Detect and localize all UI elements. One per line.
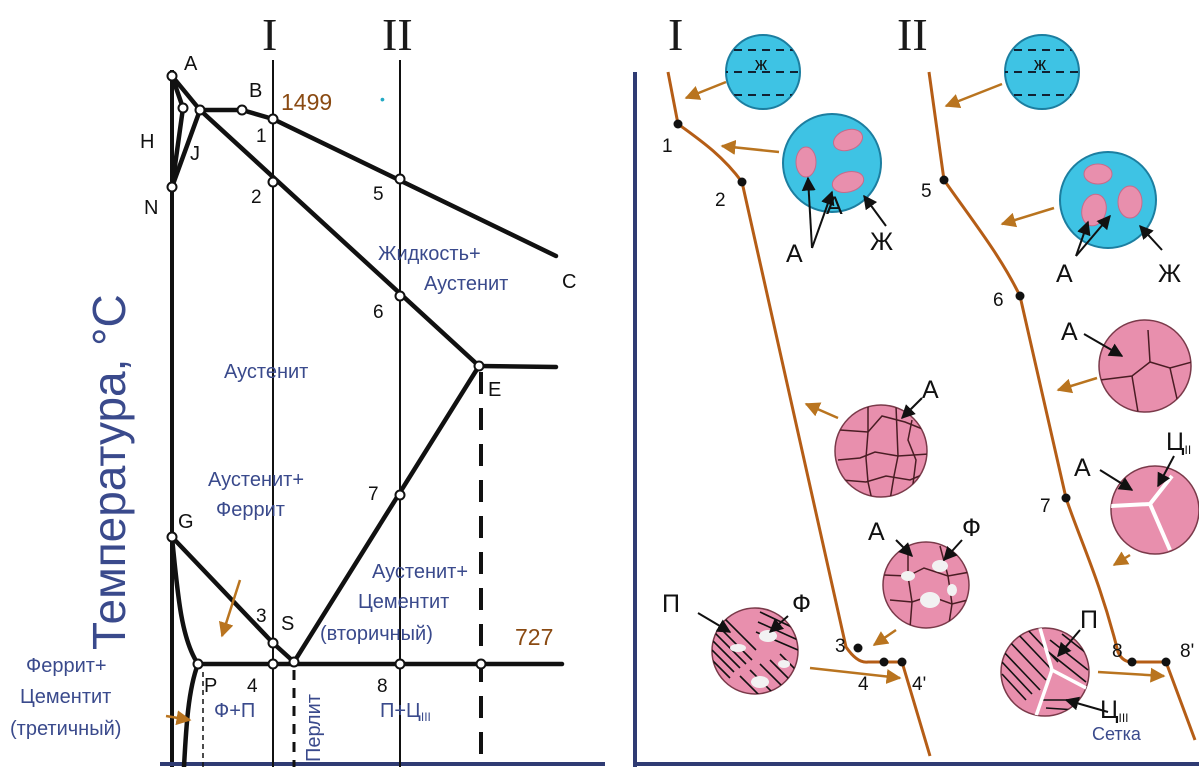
cooling-curve-I-points: [673, 119, 907, 667]
arrow-ferrite-cementite: [165, 710, 192, 726]
phase-diagram: A B H J N C E G S P 1 2 3 4 5 6 7 8 1499…: [10, 9, 605, 767]
micro-II-A-2: А: [1061, 318, 1078, 346]
region-fp: Ф+П: [214, 700, 255, 722]
temp-727: 727: [515, 624, 553, 650]
region-ferrite-cementite-3: (третичный): [10, 718, 121, 740]
micro-II-A-3: А: [1074, 454, 1091, 482]
curve-label-I: I: [668, 9, 683, 60]
region-austenite-ferrite-1: Аустенит+: [208, 469, 304, 491]
liquidus-solidus: [169, 73, 565, 767]
region-pc3: П+ЦIII: [380, 700, 431, 724]
diagram-point-markers: [166, 70, 487, 670]
micro-I-P: П: [662, 590, 680, 618]
micro-austenite-I: [834, 404, 928, 498]
region-ferrite-cementite-1: Феррит+: [26, 655, 107, 677]
micro-II-C3-arrow: [1064, 696, 1109, 713]
cooling-curve-II: [927, 71, 1197, 741]
point-5: 5: [373, 184, 384, 205]
micro-II-C3: ЦIII: [1100, 696, 1129, 725]
region-ferrite-cementite-2: Цементит: [20, 686, 111, 708]
region-austenite-cementite-2: Цементит: [358, 591, 449, 613]
micro-II-P: П: [1080, 606, 1098, 634]
region-perlite: Перлит: [303, 694, 325, 762]
point-P: P: [204, 675, 217, 697]
curve-II-point-5: 5: [921, 181, 932, 202]
alloy-label-II: II: [382, 9, 413, 60]
micro-I-P-arrow: [697, 612, 732, 633]
curve-II-point-8: 8: [1112, 641, 1123, 662]
micro-II-A-arrow-2: [1083, 333, 1124, 357]
curve-I-point-2: 2: [715, 190, 726, 211]
micro-I-A-3: А: [922, 376, 939, 404]
micro-II-arrows-1: [1075, 214, 1163, 257]
point-3: 3: [256, 606, 267, 627]
cyan-dot: •: [380, 91, 385, 107]
region-austenite: Аустенит: [224, 361, 308, 383]
curve-II-point-8p: 8': [1180, 641, 1194, 662]
point-B: B: [249, 80, 262, 102]
micro-II-Zh: Ж: [1158, 260, 1181, 288]
point-2: 2: [251, 187, 262, 208]
cooling-curve-II-points: [939, 175, 1171, 667]
micro-I-F-arrow-2: [768, 615, 789, 633]
micro-austenite-ferrite-I: [882, 541, 970, 629]
point-7: 7: [368, 484, 379, 505]
micro-austenite-II: [1098, 319, 1192, 413]
alloy-label-I: I: [262, 9, 277, 60]
micro-liquid-II: ж: [1004, 34, 1080, 110]
point-8: 8: [377, 676, 388, 697]
micro-I-A-2: А: [826, 192, 843, 220]
micro-I-F-1: Ф: [962, 514, 981, 542]
micro-II-C: ЦII: [1166, 428, 1191, 457]
curve-label-II: II: [897, 9, 928, 60]
curve-II-point-6: 6: [993, 290, 1004, 311]
region-austenite-ferrite-2: Феррит: [216, 499, 285, 521]
micro-pearlite-ferrite-I: [711, 607, 799, 695]
curve-I-point-3: 3: [835, 636, 846, 657]
micro-liquid-I: ж: [725, 34, 801, 110]
micro-I-arrows-1: [801, 176, 887, 249]
micro-liquid-I-label: ж: [755, 54, 767, 74]
cooling-curves-panel: I II 1 2 3 4 4' 5 6 7 8 8': [633, 9, 1199, 767]
point-S: S: [281, 613, 294, 635]
point-1: 1: [256, 126, 267, 147]
curve-II-point-7: 7: [1040, 496, 1051, 517]
micro-I-A-4: А: [868, 518, 885, 546]
point-G: G: [178, 511, 194, 533]
micro-I-A-arrow-3: [901, 397, 923, 419]
temperature-axis-label: Температура, °С: [83, 294, 135, 650]
point-N: N: [144, 197, 158, 219]
micro-II-net-label: Сетка: [1092, 724, 1142, 744]
point-C: C: [562, 271, 576, 293]
micro-II-A-arrow-3: [1099, 469, 1134, 491]
micro-I-Zh: Ж: [870, 228, 893, 256]
region-austenite-cementite-1: Аустенит+: [372, 561, 468, 583]
point-H: H: [140, 131, 154, 153]
micro-I-A-arrow-4: [895, 539, 913, 557]
micro-austenite-cementite-II: [1110, 465, 1199, 555]
micro-II-A-1: А: [1056, 260, 1073, 288]
micro-pointer-arrows: [684, 80, 1166, 684]
curve-I-point-1: 1: [662, 136, 673, 157]
region-austenite-cementite-3: (вторичный): [320, 623, 433, 645]
point-6: 6: [373, 302, 384, 323]
point-4: 4: [247, 676, 258, 697]
curve-I-point-4p: 4': [912, 674, 926, 695]
micro-I-F-2: Ф: [792, 590, 811, 618]
point-J: J: [190, 143, 200, 165]
region-liquid-austenite: Жидкость+: [378, 243, 481, 265]
micro-I-A-1: А: [786, 240, 803, 268]
micro-II-C-arrow: [1157, 455, 1175, 488]
micro-liquid-II-label: ж: [1034, 54, 1046, 74]
micro-II-P-arrow: [1057, 629, 1081, 658]
micro-I-F-arrow-1: [943, 539, 963, 562]
point-E: E: [488, 379, 501, 401]
temp-1499: 1499: [281, 89, 332, 115]
point-A: A: [184, 53, 198, 75]
arrow-austenite-ferrite: [218, 579, 242, 638]
region-liquid-austenite-2: Аустенит: [424, 273, 508, 295]
micro-liquid-austenite-II: [1059, 151, 1157, 249]
curve-I-point-4: 4: [858, 674, 869, 695]
